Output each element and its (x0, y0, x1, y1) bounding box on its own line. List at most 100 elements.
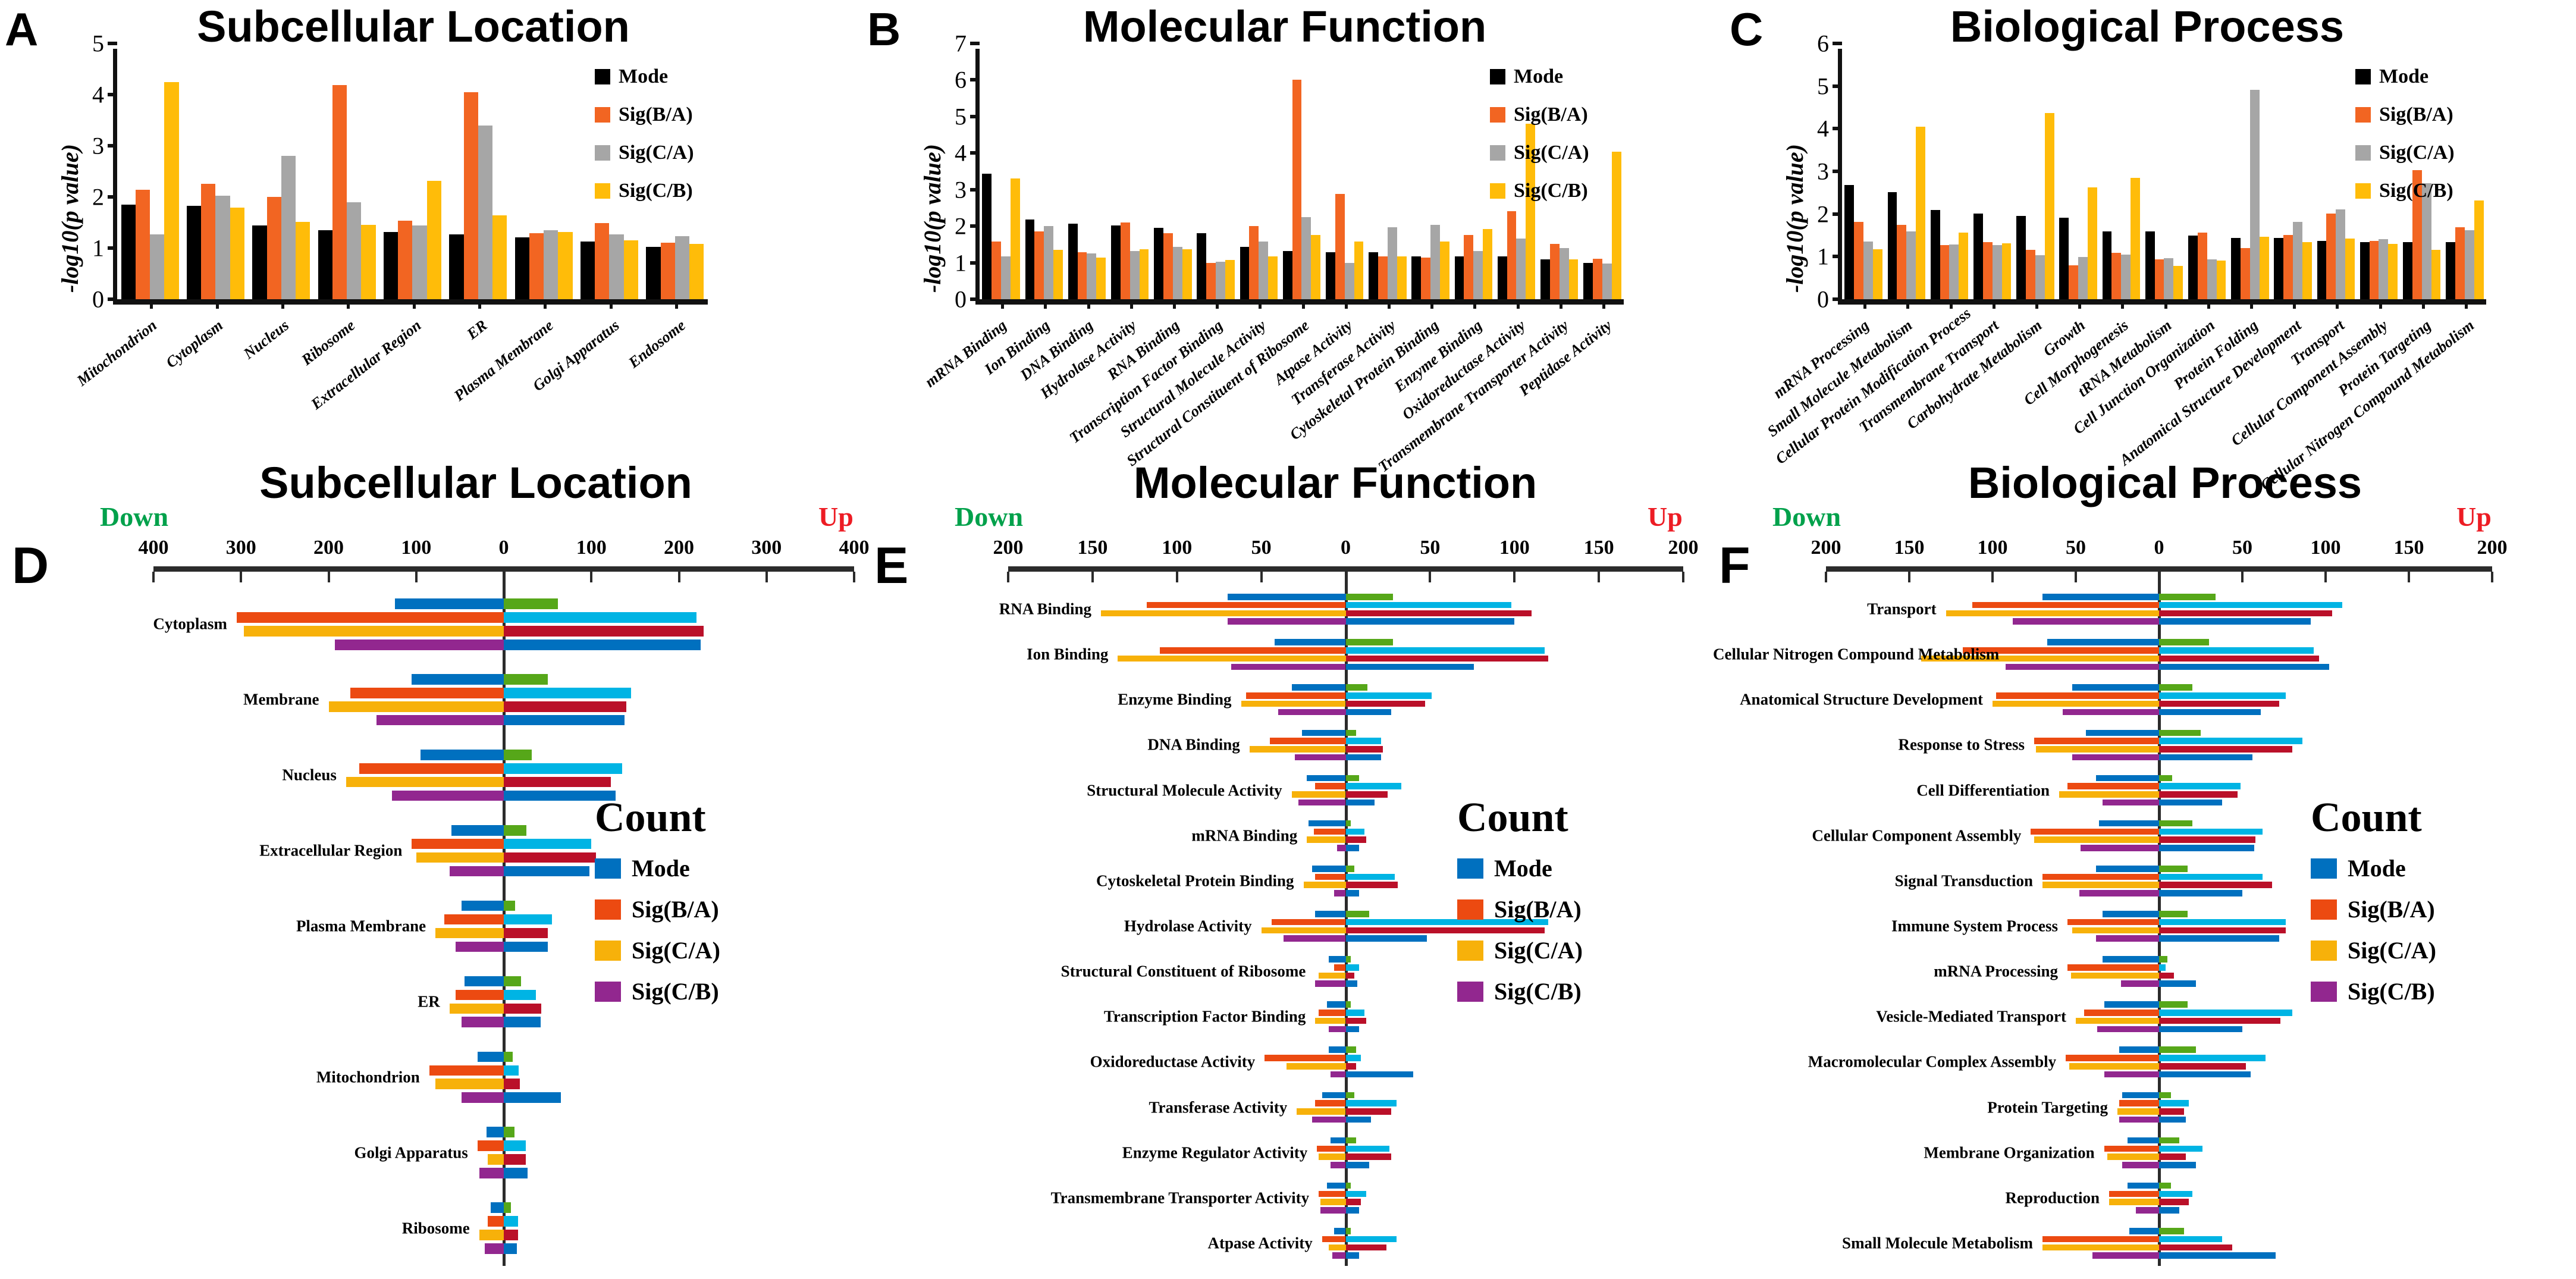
legend-item: Mode (2355, 65, 2455, 88)
bar-group (1928, 49, 1971, 299)
bar-up (504, 776, 611, 788)
x-tick-mark (609, 299, 613, 309)
category-label: Cell Differentiation (1916, 781, 2050, 800)
bar-up (1345, 1046, 1356, 1054)
bar-group (117, 49, 183, 299)
bar-up (2159, 1071, 2251, 1078)
bar-row (862, 828, 1713, 835)
panel-title-b: Molecular Function (1083, 2, 1487, 51)
bar-down (444, 914, 504, 925)
bar-mode (580, 242, 595, 299)
category-label: Response to Stress (1898, 735, 2025, 754)
bar-row (1713, 783, 2576, 789)
bar-up (2159, 1055, 2266, 1061)
bar-row (862, 935, 1713, 942)
y-tick-mark (1833, 127, 1842, 131)
bar-up (1345, 1252, 1360, 1259)
bar-up (2159, 647, 2314, 654)
bar-sigca (1602, 263, 1612, 299)
bar-sigcb (296, 221, 310, 299)
bar-down (2059, 791, 2159, 798)
y-tick-mark (108, 195, 117, 199)
bar-down (2084, 1010, 2159, 1016)
bar-up (2159, 1190, 2192, 1198)
bar-mode (1282, 250, 1292, 299)
bar-up (2159, 684, 2192, 691)
bar-down (1271, 919, 1346, 926)
bar-down (464, 976, 504, 987)
bar-group (1280, 49, 1323, 299)
bar-row (0, 688, 862, 698)
bar-up (2159, 1062, 2246, 1070)
axis-tick-label: 100 (576, 537, 607, 559)
bar-down (1921, 655, 2159, 662)
bar-mode (982, 173, 992, 299)
bar-down (477, 1051, 504, 1062)
legend-label: Sig(C/A) (2348, 937, 2436, 964)
bar-up (2159, 1026, 2242, 1033)
bar-up (504, 1230, 518, 1240)
bar-down (1261, 927, 1346, 934)
bar-mode (2102, 231, 2112, 299)
bar-sigcb (2259, 236, 2269, 299)
bar-mode (2274, 237, 2284, 299)
bar-up (504, 674, 548, 685)
bar-down (1309, 820, 1346, 827)
bar-up (2159, 1046, 2196, 1054)
bar-up (1345, 1182, 1351, 1189)
bar-mode (1973, 214, 1983, 299)
bar-down (1227, 618, 1346, 625)
bar-row (1713, 594, 2576, 600)
bar-down (2095, 935, 2159, 942)
bar-down (1301, 729, 1346, 736)
bar-row (0, 714, 862, 726)
bar-down (1231, 663, 1346, 670)
bar-sigca (478, 125, 493, 299)
legend-item: Sig(C/B) (1457, 977, 1583, 1005)
bar-up (1345, 1055, 1361, 1061)
bar-down (2047, 639, 2159, 645)
bar-row (862, 1161, 1713, 1168)
bar-sigcb (2131, 177, 2141, 299)
bar-down (1297, 1108, 1346, 1115)
y-tick-label: 5 (92, 30, 104, 57)
bar-sigcb (1439, 241, 1449, 299)
bar-row (0, 1079, 862, 1090)
bar-row (1713, 865, 2576, 872)
category-label: Extracellular Region (259, 841, 403, 860)
bar-sigca (1863, 242, 1873, 299)
panel-letter-a: A (5, 3, 39, 55)
bar-sigca (1301, 217, 1311, 299)
category-label: Membrane (243, 690, 319, 709)
bar-sigcb (1526, 123, 1536, 299)
bar-sigba (1163, 233, 1173, 299)
bar-sigba (2154, 259, 2164, 299)
bar-down (1241, 700, 1346, 707)
bar-row (862, 964, 1713, 971)
bar-up (2159, 1236, 2223, 1243)
bar-down (1317, 1145, 1346, 1152)
bar-up (504, 714, 625, 726)
bar-up (504, 1079, 520, 1090)
bar-down (412, 838, 504, 849)
bar-up (504, 852, 596, 863)
bar-mode (383, 232, 399, 299)
legend-swatch (2311, 899, 2337, 920)
category-label: Plasma Membrane (296, 917, 426, 935)
bar-row (1713, 601, 2576, 609)
bar-down (462, 1017, 504, 1028)
bar-row (1713, 1108, 2576, 1115)
bar-down (236, 612, 504, 623)
bar-row (862, 882, 1713, 888)
panel-title-d: Subcellular Location (259, 458, 692, 507)
bar-up (1345, 791, 1388, 798)
bar-up (504, 900, 516, 911)
bar-up (2159, 865, 2188, 872)
bar-sigca (150, 234, 165, 299)
bar-down (1330, 1137, 1346, 1144)
bar-down (359, 763, 504, 774)
bar-mode (1240, 247, 1250, 299)
bar-down (350, 688, 504, 698)
bar-up (504, 1216, 518, 1227)
